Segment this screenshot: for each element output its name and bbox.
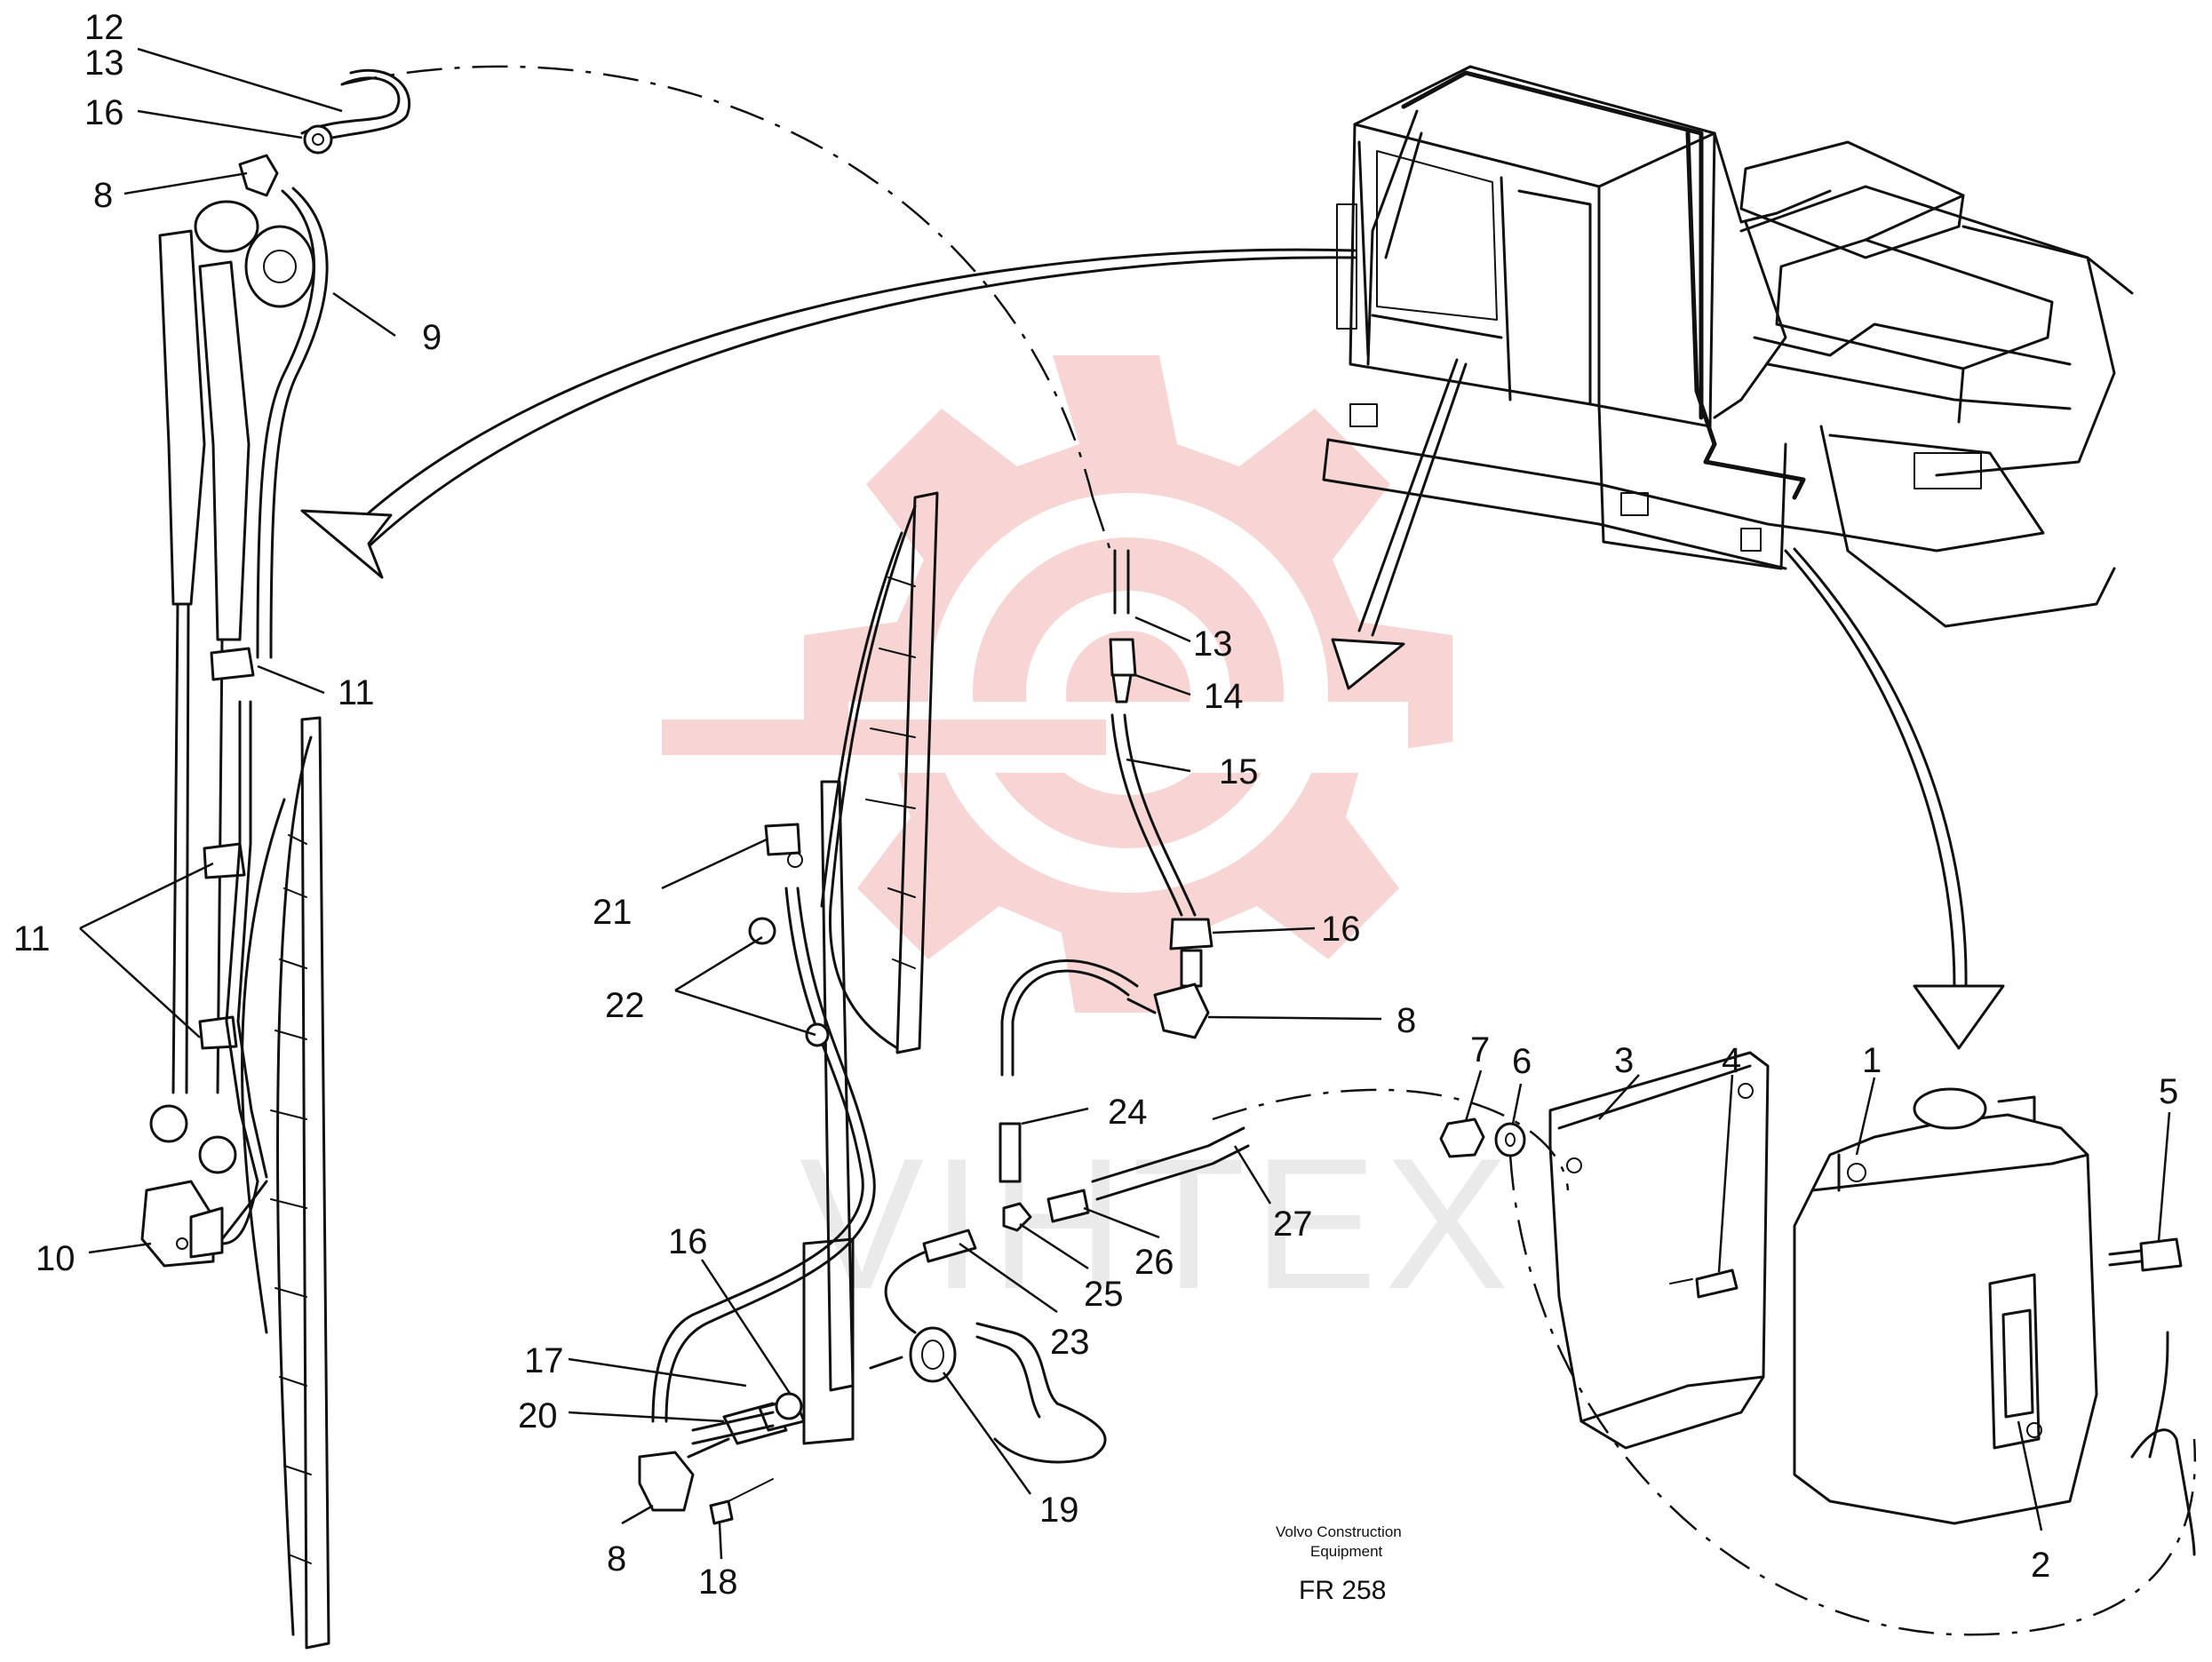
credit-line-2: Equipment bbox=[1310, 1543, 1383, 1560]
callout-11-lower: 11 bbox=[13, 919, 51, 958]
callout-16-center: 16 bbox=[1321, 910, 1361, 949]
callout-15: 15 bbox=[1219, 752, 1259, 791]
callout-3: 3 bbox=[1614, 1041, 1634, 1080]
callout-8-center: 8 bbox=[1396, 1001, 1416, 1040]
excavator-illustration bbox=[1322, 65, 2134, 628]
callout-2: 2 bbox=[2031, 1546, 2050, 1585]
callout-21: 21 bbox=[593, 893, 633, 932]
callout-23: 23 bbox=[1050, 1323, 1090, 1362]
callout-16-lower: 16 bbox=[668, 1222, 708, 1261]
callout-9: 9 bbox=[422, 318, 442, 357]
callout-5: 5 bbox=[2159, 1072, 2178, 1111]
callout-27: 27 bbox=[1273, 1205, 1313, 1244]
callout-11-upper: 11 bbox=[338, 673, 375, 712]
callout-25: 25 bbox=[1084, 1275, 1124, 1314]
callout-14: 14 bbox=[1204, 677, 1244, 716]
leader-lines bbox=[79, 47, 2171, 1560]
callout-18: 18 bbox=[698, 1563, 738, 1602]
callout-16-top: 16 bbox=[84, 93, 124, 132]
left-wiper-assembly bbox=[140, 68, 411, 1650]
callout-24: 24 bbox=[1108, 1093, 1148, 1132]
callout-13-center: 13 bbox=[1193, 624, 1233, 664]
hose-routing-lines bbox=[341, 65, 2197, 1636]
credit-line-1: Volvo Construction bbox=[1276, 1523, 1402, 1540]
watermark-text: VIHTEX bbox=[800, 1119, 1516, 1328]
callout-numbers: 12 13 16 8 9 11 11 10 13 14 15 16 8 21 2… bbox=[13, 8, 2178, 1602]
figure-credit: Volvo Construction Equipment FR 258 bbox=[1276, 1523, 1402, 1605]
center-wiper-assembly bbox=[638, 491, 1250, 1525]
callout-13-top: 13 bbox=[84, 44, 124, 83]
washer-tank-assembly bbox=[1439, 1051, 2196, 1556]
callout-10: 10 bbox=[36, 1239, 76, 1278]
callout-4: 4 bbox=[1722, 1041, 1741, 1080]
callout-1: 1 bbox=[1862, 1041, 1882, 1080]
callout-8-lower: 8 bbox=[607, 1539, 626, 1579]
view-arrows bbox=[300, 248, 2005, 1050]
callout-7: 7 bbox=[1470, 1030, 1490, 1070]
figure-code: FR 258 bbox=[1299, 1576, 1386, 1605]
callout-26: 26 bbox=[1134, 1243, 1174, 1282]
callout-6: 6 bbox=[1512, 1042, 1532, 1081]
callout-20: 20 bbox=[518, 1396, 558, 1435]
callout-12-top: 12 bbox=[84, 8, 124, 47]
callout-8-top: 8 bbox=[93, 176, 113, 215]
callout-17: 17 bbox=[524, 1341, 564, 1380]
callout-22: 22 bbox=[605, 986, 645, 1025]
callout-19: 19 bbox=[1039, 1491, 1079, 1530]
